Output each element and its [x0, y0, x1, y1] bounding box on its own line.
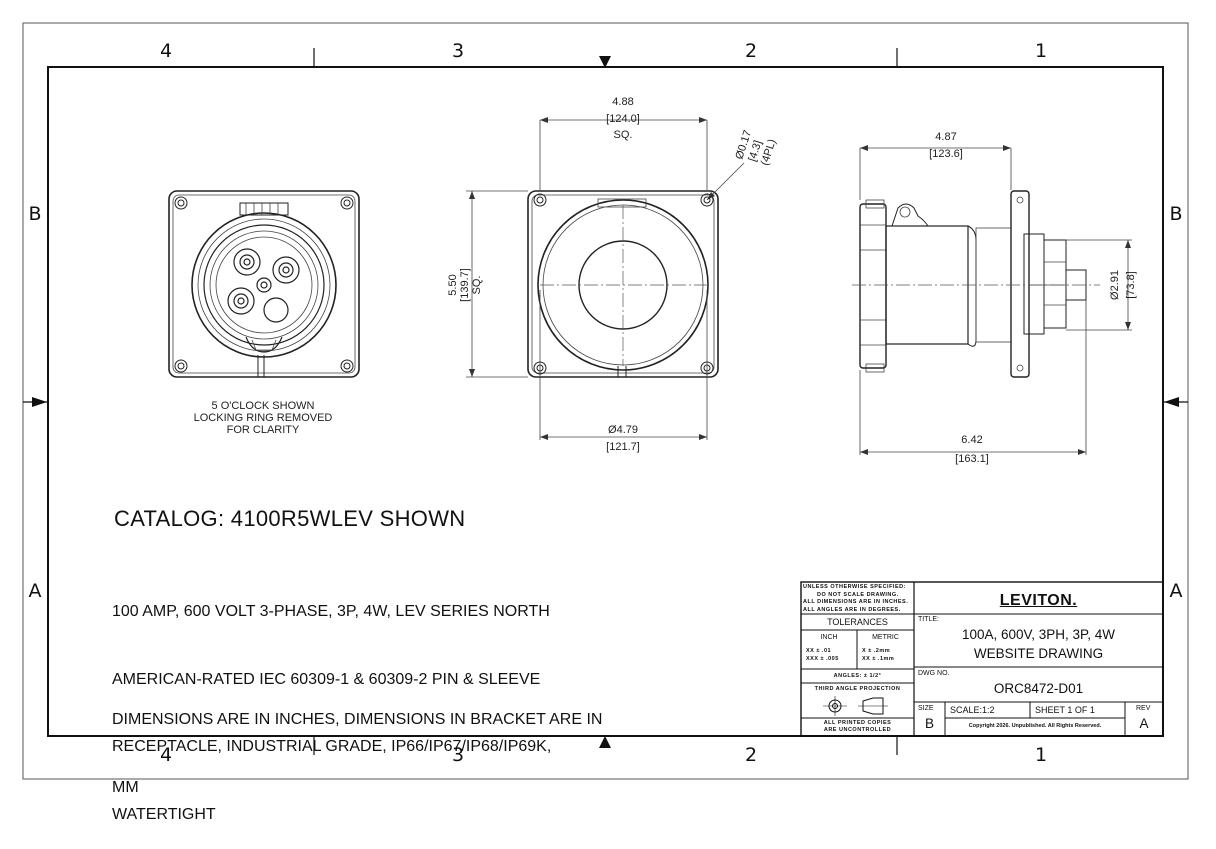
unless-line: UNLESS OTHERWISE SPECIFIED:: [803, 584, 906, 590]
mid-flange: [527, 190, 719, 378]
front-note-line: 5 O'CLOCK SHOWN: [212, 400, 315, 412]
sheet-value: SHEET 1 OF 1: [1035, 705, 1095, 715]
dimension-note-line: MM: [112, 778, 139, 796]
front-view: 5 O'CLOCK SHOWN LOCKING RING REMOVED FOR…: [168, 190, 360, 436]
projection-symbol-icon: [823, 696, 888, 716]
zone-col-label: 1: [1035, 744, 1047, 766]
zone-labels-sides: B A B A: [28, 203, 1182, 602]
front-note-line: LOCKING RING REMOVED: [194, 412, 333, 424]
unless-line: ALL ANGLES ARE IN DEGREES.: [803, 606, 901, 613]
projection-label: THIRD ANGLE PROJECTION: [814, 686, 901, 692]
drawing-number: ORC8472-D01: [993, 681, 1084, 696]
brand-logo: LEVITON.: [999, 592, 1078, 609]
zone-col-label: 3: [452, 744, 464, 766]
description-line: AMERICAN-RATED IEC 60309-1 & 60309-2 PIN…: [112, 670, 541, 688]
side-top-in: 4.87: [935, 131, 956, 143]
metric-tolerances: X ± .2mm XX ± .1mm: [862, 647, 894, 663]
side-bottom-mm: [163.1]: [955, 453, 989, 465]
side-dia-mm: [73.8]: [1125, 271, 1137, 299]
dim-dia-in: Ø4.79: [608, 424, 638, 436]
side-bottom-in: 6.42: [961, 434, 982, 446]
zone-row-label: B: [28, 203, 41, 225]
metric-label: METRIC: [872, 634, 899, 641]
pin-sleeve-icon: [227, 248, 300, 323]
description-line: 100 AMP, 600 VOLT 3-PHASE, 3P, 4W, LEV S…: [112, 603, 550, 620]
dim-width-mm: [124.0]: [606, 113, 640, 125]
mounting-screw-icon: [174, 196, 354, 373]
dim-width-in: 4.88: [612, 96, 633, 108]
inch-label: INCH: [820, 634, 838, 641]
zone-col-label: 3: [452, 40, 464, 62]
size-label: SIZE: [918, 705, 934, 712]
scale-value: SCALE:1:2: [950, 705, 995, 715]
zone-col-label: 4: [160, 744, 172, 766]
rev-value: A: [1139, 716, 1149, 731]
centering-arrows: [32, 56, 1179, 748]
metric-tol: XX ± .1mm: [862, 656, 895, 662]
metric-tol: X ± .2mm: [862, 648, 891, 654]
outer-border: [22, 22, 1189, 780]
tolerances-label: TOLERANCES: [827, 617, 888, 627]
inch-tol: XX ± .01: [806, 648, 832, 654]
zone-labels-bottom: 4 3 2 1: [160, 744, 1047, 766]
dwg-no-label: DWG NO.: [918, 670, 950, 677]
drawing-title-line: 100A, 600V, 3PH, 3P, 4W: [961, 627, 1116, 642]
copyright-note: Copyright 2026. Unpublished. All Rights …: [968, 723, 1102, 729]
dimension-note: DIMENSIONS ARE IN INCHES, DIMENSIONS IN …: [112, 664, 602, 822]
zone-col-label: 2: [745, 40, 757, 62]
side-view: 4.87 [123.6] 6.42 [163.1] Ø2.91 [73.8]: [852, 131, 1137, 465]
unless-specified-note: UNLESS OTHERWISE SPECIFIED: DO NOT SCALE…: [803, 584, 908, 614]
side-dia-in: Ø2.91: [1109, 270, 1121, 300]
zone-row-label: B: [1169, 203, 1182, 225]
side-top-mm: [123.6]: [929, 148, 963, 160]
unless-line: ALL DIMENSIONS ARE IN INCHES.: [803, 599, 909, 605]
dimension-note-line: DIMENSIONS ARE IN INCHES, DIMENSIONS IN …: [112, 711, 603, 728]
dim-width-suffix: SQ.: [614, 129, 633, 141]
title-block-grid: [800, 581, 1164, 737]
title-label: TITLE:: [918, 616, 940, 623]
front-note-line: FOR CLARITY: [227, 424, 300, 436]
inch-tolerances: XX ± .01 XXX ± .005: [806, 647, 839, 663]
dim-height-mm: [139.7]: [459, 268, 471, 302]
zone-col-label: 1: [1035, 40, 1047, 62]
rev-label: REV: [1136, 705, 1151, 712]
dim-height-suffix: SQ.: [471, 276, 483, 295]
zone-col-label: 2: [745, 744, 757, 766]
description-line: RECEPTACLE, INDUSTRIAL GRADE, IP66/IP67/…: [112, 738, 552, 755]
copies-note: ALL PRINTED COPIES ARE UNCONTROLLED: [801, 720, 914, 734]
zone-col-label: 4: [160, 40, 172, 62]
mounting-hole-icon: [533, 193, 714, 375]
zone-ticks: [23, 48, 1188, 755]
drawing-sheet: 4 3 2 1 4 3 2 1 B A B A: [22, 22, 1189, 780]
description: 100 AMP, 600 VOLT 3-PHASE, 3P, 4W, LEV S…: [112, 556, 551, 849]
drawing-title-line: WEBSITE DRAWING: [973, 646, 1104, 661]
copies-line: ALL PRINTED COPIES: [823, 720, 892, 726]
inch-tol: XXX ± .005: [806, 656, 839, 662]
rear-view: 4.88 [124.0] SQ. Ø0.17 [4.3] (4PL) 5.50 …: [447, 96, 779, 453]
angles-tolerance: ANGLES: ± 1/2°: [833, 673, 882, 679]
catalog-title: CATALOG: 4100R5WLEV SHOWN: [114, 506, 466, 531]
size-value: B: [924, 716, 934, 731]
copies-line: ARE UNCONTROLLED: [823, 727, 892, 733]
zone-row-label: A: [1170, 580, 1183, 602]
dim-dia-mm: [121.7]: [606, 441, 640, 453]
zone-row-label: A: [29, 580, 42, 602]
zone-labels-top: 4 3 2 1: [160, 40, 1047, 62]
unless-line: DO NOT SCALE DRAWING.: [817, 591, 899, 598]
dim-height-in: 5.50: [447, 274, 459, 295]
